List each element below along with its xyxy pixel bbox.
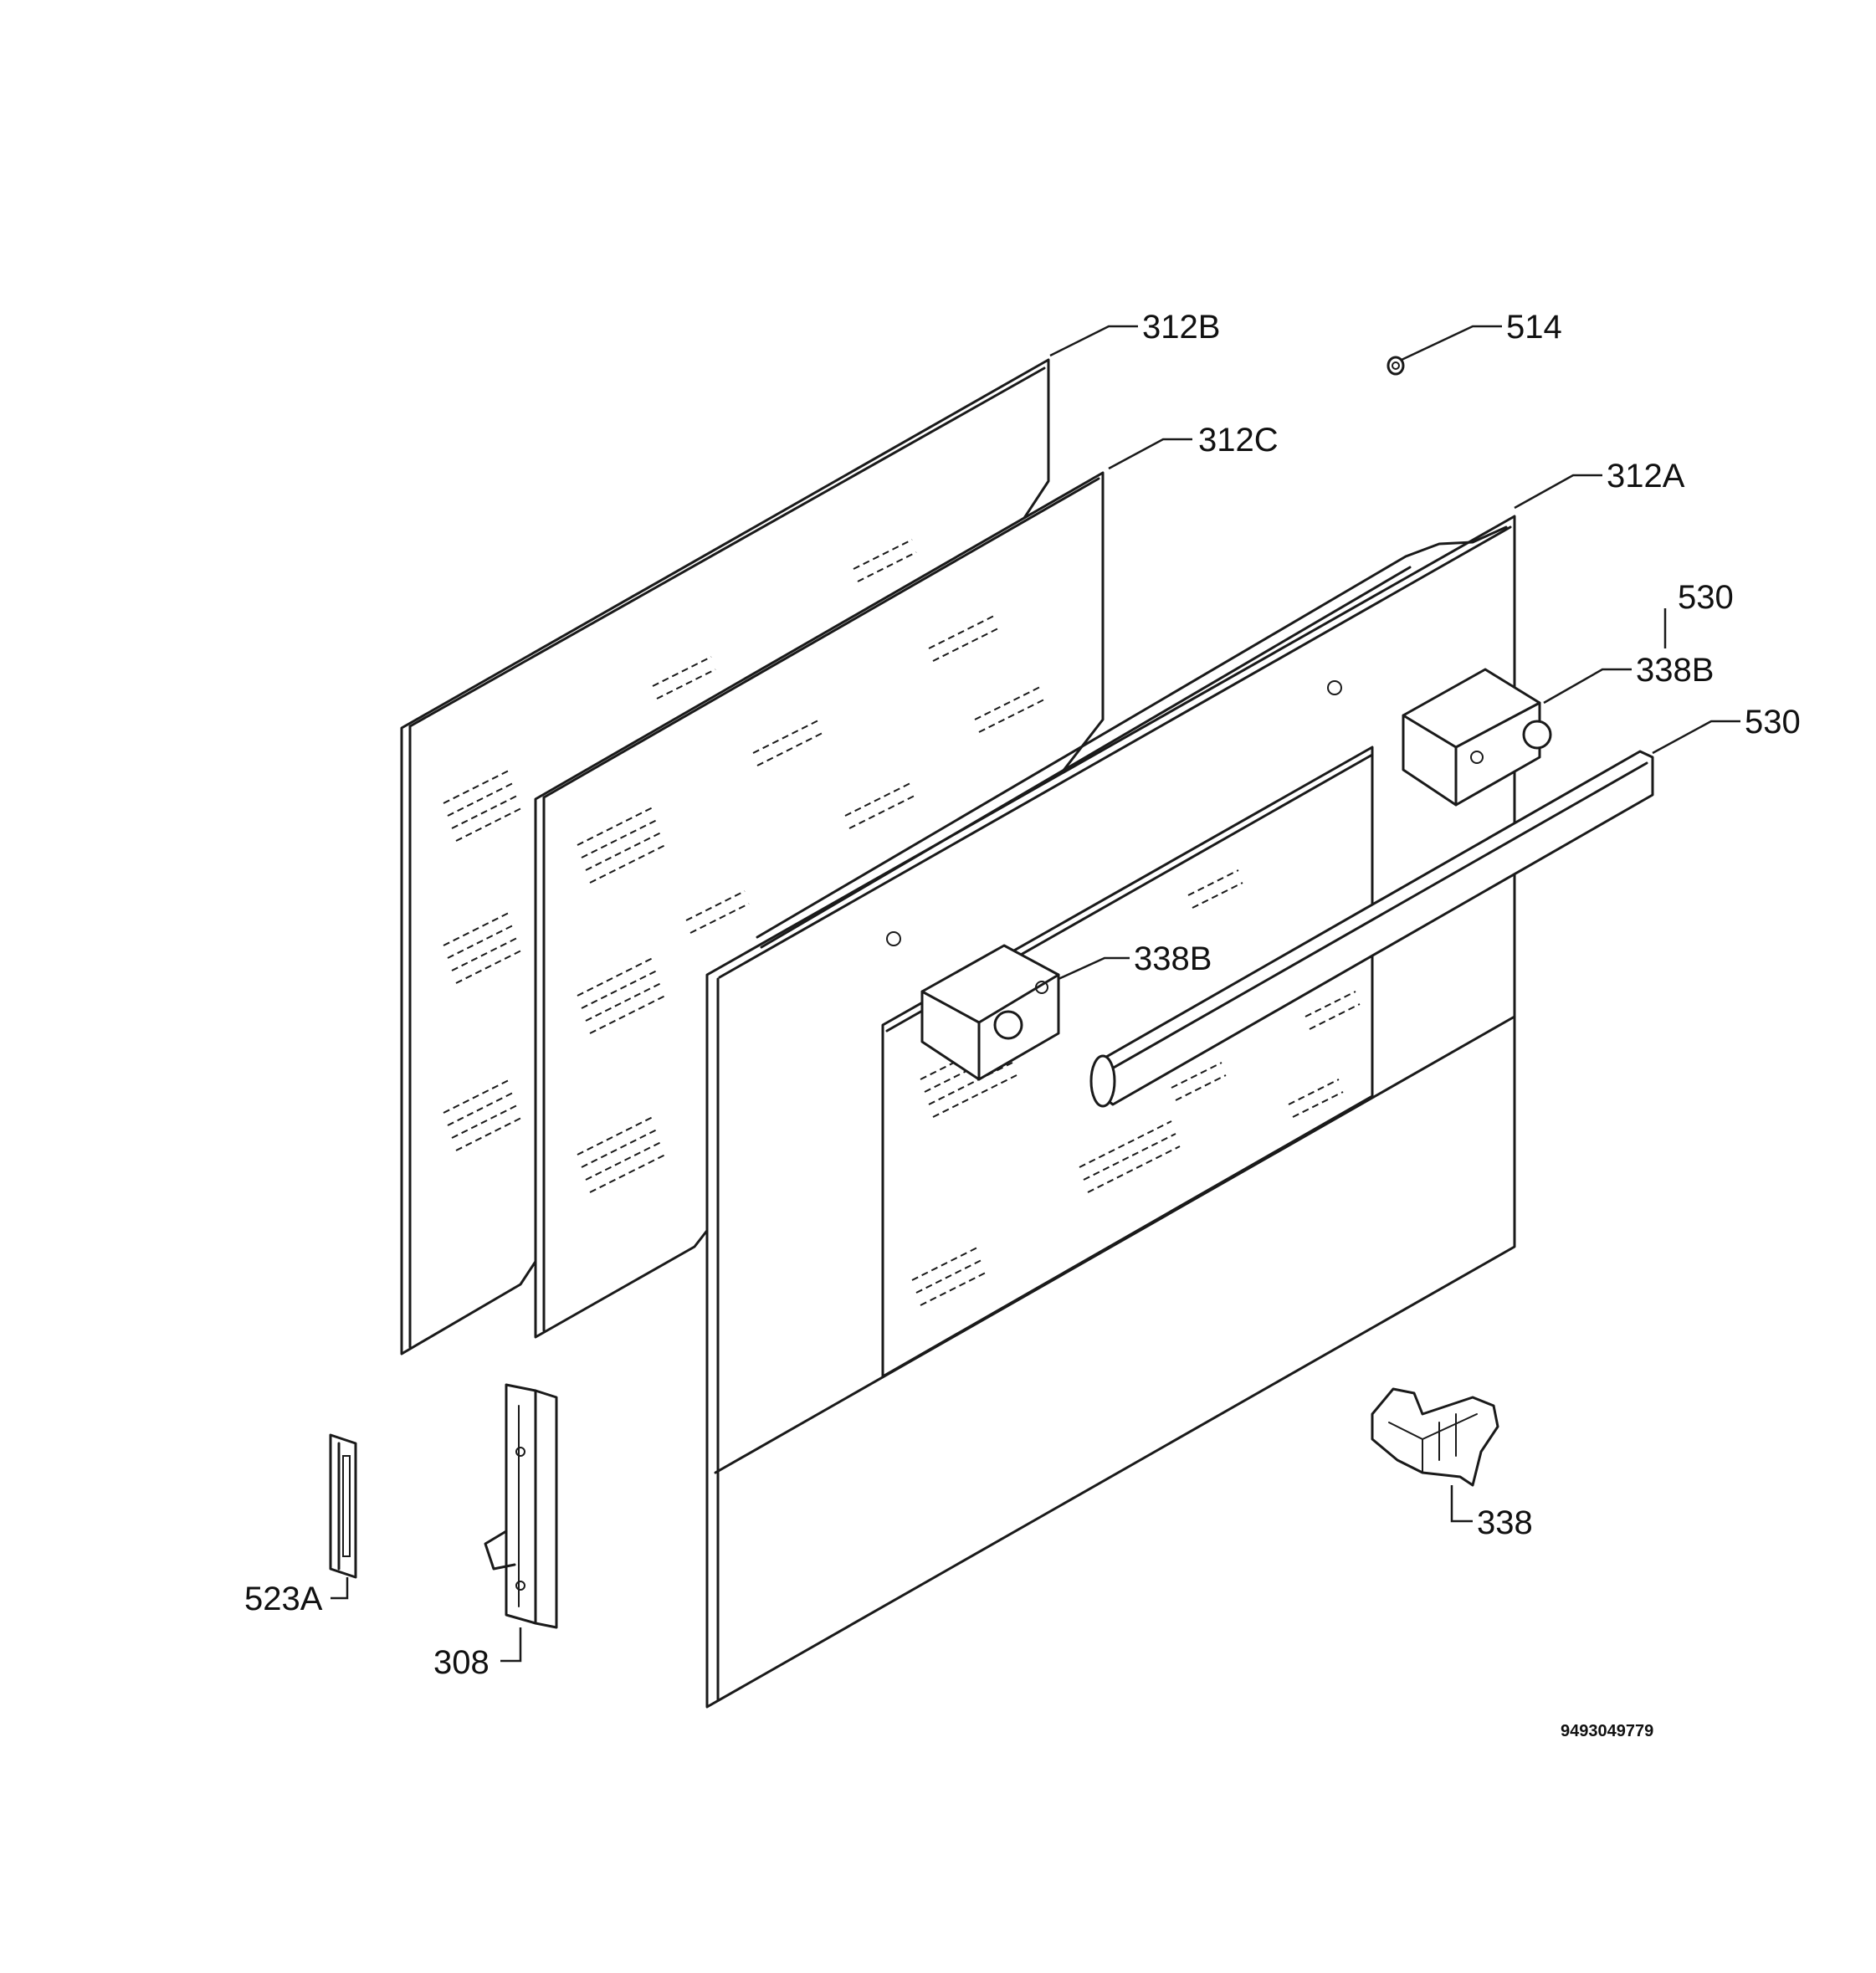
door-panel-312a: [705, 515, 1516, 1709]
label-530-top: 530: [1678, 579, 1734, 616]
label-308: 308: [433, 1644, 490, 1681]
label-312a: 312A: [1607, 458, 1685, 495]
label-312b: 312B: [1142, 309, 1220, 346]
label-523a: 523A: [244, 1581, 323, 1617]
label-338b-left: 338B: [1134, 940, 1212, 977]
handle-support-338b-top: [1402, 668, 1552, 807]
handle-support-338b-left: [920, 944, 1060, 1081]
washer-514: [1386, 356, 1405, 376]
label-530-handle: 530: [1745, 704, 1801, 741]
label-338b-top: 338B: [1636, 652, 1714, 689]
label-338: 338: [1477, 1504, 1533, 1541]
document-number: 9493049779: [1561, 1722, 1653, 1740]
handle-bar-530: [1089, 750, 1654, 1108]
hinge-cover-523a: [329, 1433, 357, 1579]
leader-lines: [331, 325, 1740, 1663]
label-312c: 312C: [1198, 422, 1279, 459]
hinge-308: [484, 1383, 558, 1629]
clip-338: [1371, 1387, 1499, 1487]
label-514: 514: [1506, 309, 1562, 346]
